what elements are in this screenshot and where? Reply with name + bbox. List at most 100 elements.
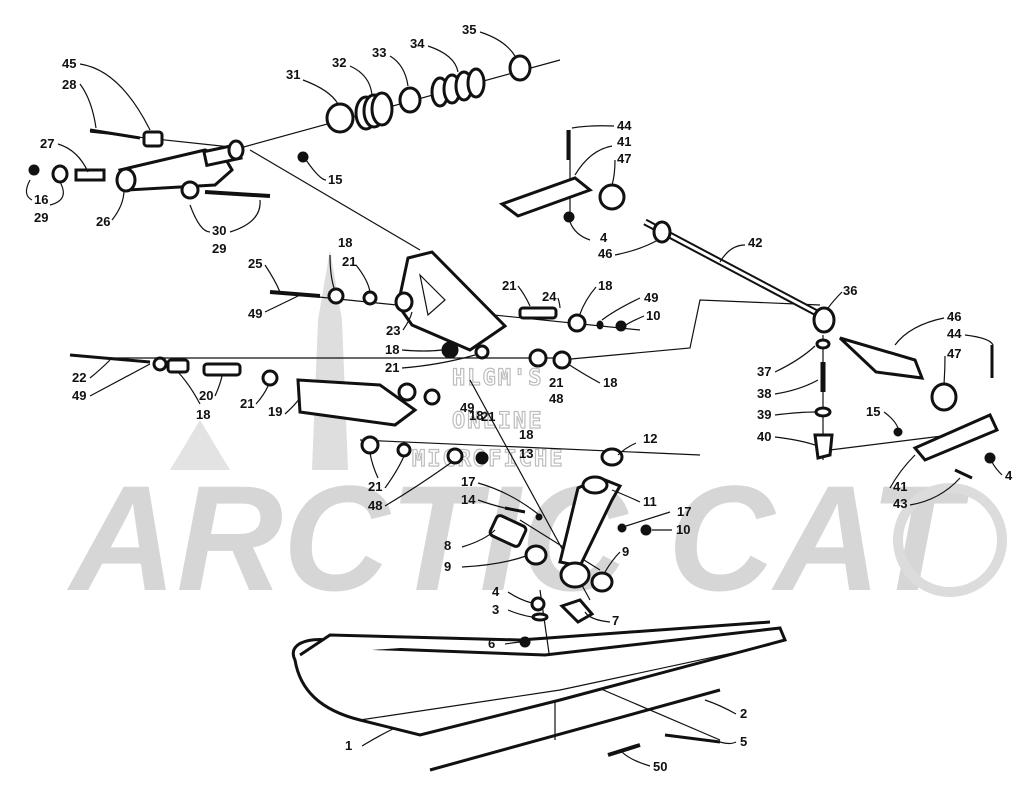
spacer-20: [202, 362, 242, 377]
leader-38: [774, 379, 819, 395]
leader-18-mid-r: [567, 363, 601, 384]
upper-a-arm: [269, 250, 627, 370]
leader-16: [25, 179, 33, 201]
spring-34: [430, 67, 486, 108]
leader-4-right: [991, 461, 1003, 476]
leader-18-l3: [369, 452, 379, 479]
arm-sleeve-upper: [394, 291, 414, 313]
callout-41-left: 41: [617, 134, 631, 149]
washer-17-left: [535, 513, 543, 521]
leader-2: [704, 699, 737, 715]
callout-18-lower: 18: [196, 407, 210, 422]
shock-end-cap: [227, 139, 245, 161]
leader-15-shock: [305, 159, 327, 181]
leader-18-right: [579, 286, 597, 315]
bolt-14: [504, 506, 526, 514]
callout-36: 36: [843, 283, 857, 298]
callout-48-mid: 48: [549, 391, 563, 406]
callout-21-l3: 21: [368, 479, 382, 494]
callout-21-top: 21: [342, 254, 356, 269]
callout-21-right: 21: [502, 278, 516, 293]
callout-49-right: 49: [644, 290, 658, 305]
nut-10-spindle: [640, 524, 652, 536]
washer-17-right: [617, 523, 627, 533]
leader-19: [284, 397, 301, 415]
callout-22: 22: [72, 370, 86, 385]
callout-4-spindle: 4: [492, 584, 500, 599]
shock-eye: [115, 167, 137, 193]
callout-47-left: 47: [617, 151, 631, 166]
bushing-21-mid: [474, 344, 490, 360]
spacer-24: [518, 306, 558, 320]
callout-46-right: 46: [947, 309, 961, 324]
callout-25: 25: [248, 256, 262, 271]
bushing-18-right: [567, 313, 587, 333]
leader-36: [827, 291, 843, 309]
collar-33: [398, 86, 422, 114]
callout-18-l3: 18: [519, 427, 533, 442]
callout-11: 11: [643, 494, 657, 509]
cap-12: [600, 447, 624, 467]
leader-5: [719, 741, 737, 745]
ski-handle: [299, 620, 771, 657]
callout-18-l2: 18: [469, 408, 483, 423]
callout-21-mid-r: 21: [549, 375, 563, 390]
leader-1: [361, 727, 396, 747]
leader-4-left: [569, 221, 591, 241]
leader-39: [774, 411, 816, 416]
upper-arm-cutout: [419, 273, 446, 317]
leader-41-right: [889, 454, 916, 489]
callout-33: 33: [372, 45, 386, 60]
watermark-spire: [312, 250, 348, 470]
retainer-35: [508, 54, 532, 82]
bushing-47-left: [598, 183, 626, 211]
spindle-arm: [581, 475, 609, 495]
leader-29-left: [49, 181, 64, 206]
callout-50: 50: [653, 759, 667, 774]
leader-26: [111, 189, 125, 221]
callout-34: 34: [410, 36, 425, 51]
bolt-50: [607, 743, 641, 757]
callout-15-shock: 15: [328, 172, 342, 187]
callout-19: 19: [268, 404, 282, 419]
bushing-18-lower: [166, 358, 190, 374]
shock-bushing-28: [142, 130, 164, 148]
bolt-30: [204, 190, 271, 198]
bolt-5: [664, 733, 721, 744]
callout-9-right: 9: [622, 544, 629, 559]
leader-48-lower: [384, 461, 453, 507]
spindle-group: [488, 447, 652, 648]
leader-44-left: [571, 125, 615, 129]
leader-30: [229, 199, 261, 233]
callout-21-lower: 21: [240, 396, 254, 411]
leader-21-right: [517, 285, 531, 307]
callout-14: 14: [461, 492, 476, 507]
callout-18-top: 18: [338, 235, 352, 250]
bushing-9-left: [524, 544, 548, 566]
callout-39: 39: [757, 407, 771, 422]
callout-17-left: 17: [461, 474, 475, 489]
ski-group: [291, 620, 788, 772]
nut-4-right: [984, 452, 996, 464]
bolt-43: [954, 468, 973, 480]
nut-15-right: [893, 427, 903, 437]
tie-rod-group: [498, 130, 1000, 480]
bushing-line: [519, 519, 601, 571]
washer-3: [531, 612, 549, 622]
shock-pin-45: [89, 128, 141, 140]
leader-24: [557, 297, 561, 309]
callout-45: 45: [62, 56, 76, 71]
callout-10-spindle: 10: [676, 522, 690, 537]
callout-10-upper: 10: [646, 308, 660, 323]
steering-arm-41-right: [912, 413, 1000, 462]
callout-4-right: 4: [1005, 468, 1013, 483]
callout-2: 2: [740, 706, 747, 721]
leader-8: [461, 529, 496, 548]
callout-13: 13: [519, 446, 533, 461]
bolt-25: [269, 290, 321, 298]
bushing-21-mid-r: [528, 348, 548, 368]
callout-49-mid: 49: [460, 400, 474, 415]
leader-7: [584, 611, 611, 623]
leader-3: [507, 609, 533, 618]
leader-lines: [25, 31, 1003, 767]
